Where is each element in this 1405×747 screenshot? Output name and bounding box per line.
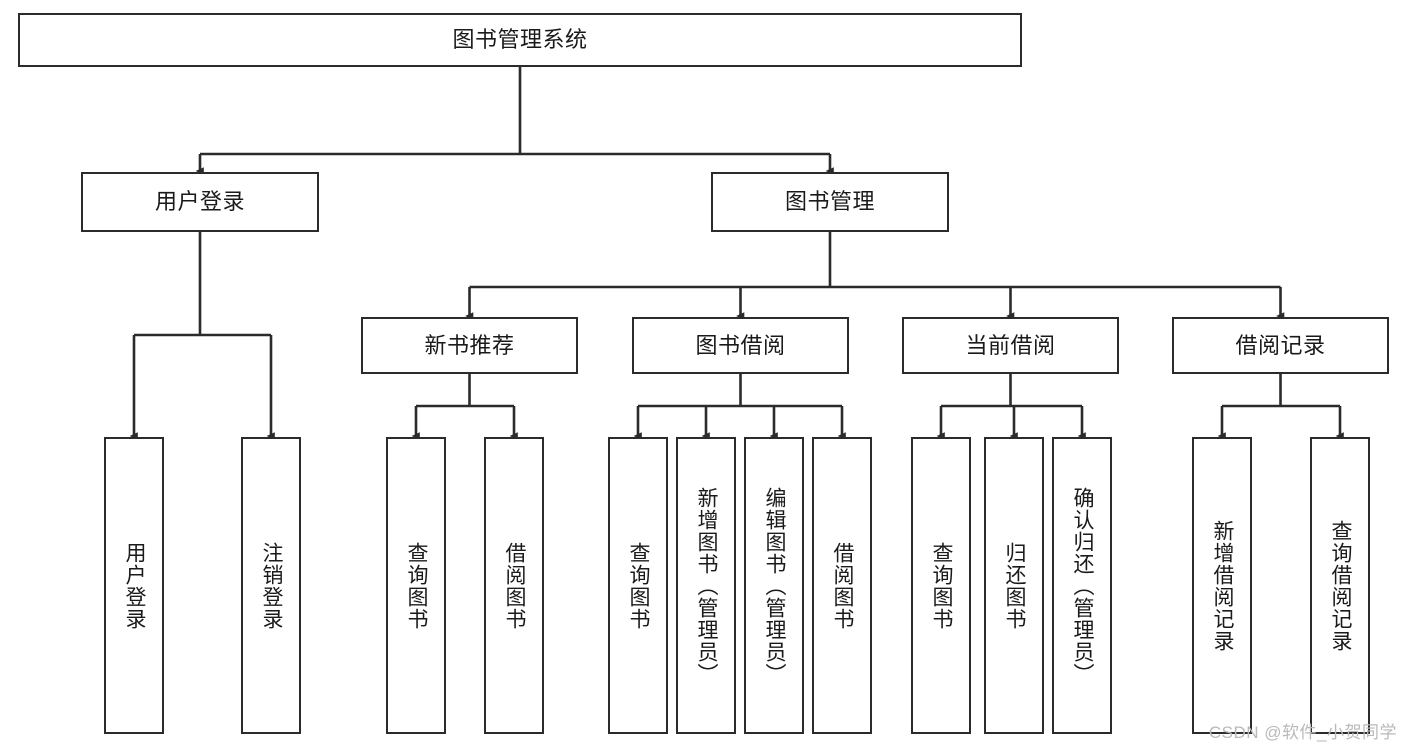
node-book-borrow[interactable]: 图书借阅 [632, 317, 849, 374]
node-leaf-edit-book-admin[interactable]: 编辑图书（管理员） [744, 437, 804, 734]
node-label: 当前借阅 [965, 332, 1056, 358]
node-current-borrow[interactable]: 当前借阅 [902, 317, 1119, 374]
node-leaf-query-book-current[interactable]: 查询图书 [911, 437, 971, 734]
node-root-book-management-system[interactable]: 图书管理系统 [18, 13, 1022, 67]
node-leaf-query-book-recommend[interactable]: 查询图书 [386, 437, 446, 734]
node-leaf-query-book-borrow[interactable]: 查询图书 [608, 437, 668, 734]
node-label: 用户登录 [154, 189, 245, 215]
node-leaf-return-book[interactable]: 归还图书 [984, 437, 1044, 734]
csdn-watermark: CSDN @软件_小贺同学 [1208, 723, 1397, 742]
node-leaf-user-login[interactable]: 用户登录 [104, 437, 164, 734]
node-leaf-borrow-book-recommend[interactable]: 借阅图书 [484, 437, 544, 734]
node-leaf-add-book-admin[interactable]: 新增图书（管理员） [676, 437, 736, 734]
node-leaf-borrow-book[interactable]: 借阅图书 [812, 437, 872, 734]
node-label: 归还图书 [1002, 541, 1026, 630]
node-label: 确认归还（管理员） [1070, 486, 1094, 685]
node-borrow-record[interactable]: 借阅记录 [1172, 317, 1389, 374]
node-book-management[interactable]: 图书管理 [711, 172, 949, 232]
node-label: 图书借阅 [695, 332, 786, 358]
node-label: 图书管理系统 [452, 27, 588, 53]
node-leaf-add-borrow-record[interactable]: 新增借阅记录 [1192, 437, 1252, 734]
node-label: 借阅图书 [502, 541, 526, 630]
node-label: 图书管理 [784, 189, 875, 215]
node-leaf-user-logout[interactable]: 注销登录 [241, 437, 301, 734]
node-label: 新书推荐 [424, 332, 515, 358]
node-label: 新增借阅记录 [1210, 519, 1234, 652]
node-label: 查询借阅记录 [1328, 519, 1352, 652]
node-leaf-confirm-return-admin[interactable]: 确认归还（管理员） [1052, 437, 1112, 734]
node-label: 查询图书 [404, 541, 428, 630]
node-user-login[interactable]: 用户登录 [81, 172, 319, 232]
node-label: 查询图书 [626, 541, 650, 630]
node-label: 查询图书 [929, 541, 953, 630]
node-label: 新增图书（管理员） [694, 486, 718, 685]
node-new-book-recommend[interactable]: 新书推荐 [361, 317, 578, 374]
node-label: 注销登录 [259, 541, 283, 630]
node-label: 编辑图书（管理员） [762, 486, 786, 685]
node-label: 用户登录 [122, 541, 146, 630]
node-label: 借阅记录 [1235, 332, 1326, 358]
node-label: 借阅图书 [830, 541, 854, 630]
node-leaf-query-borrow-record[interactable]: 查询借阅记录 [1310, 437, 1370, 734]
